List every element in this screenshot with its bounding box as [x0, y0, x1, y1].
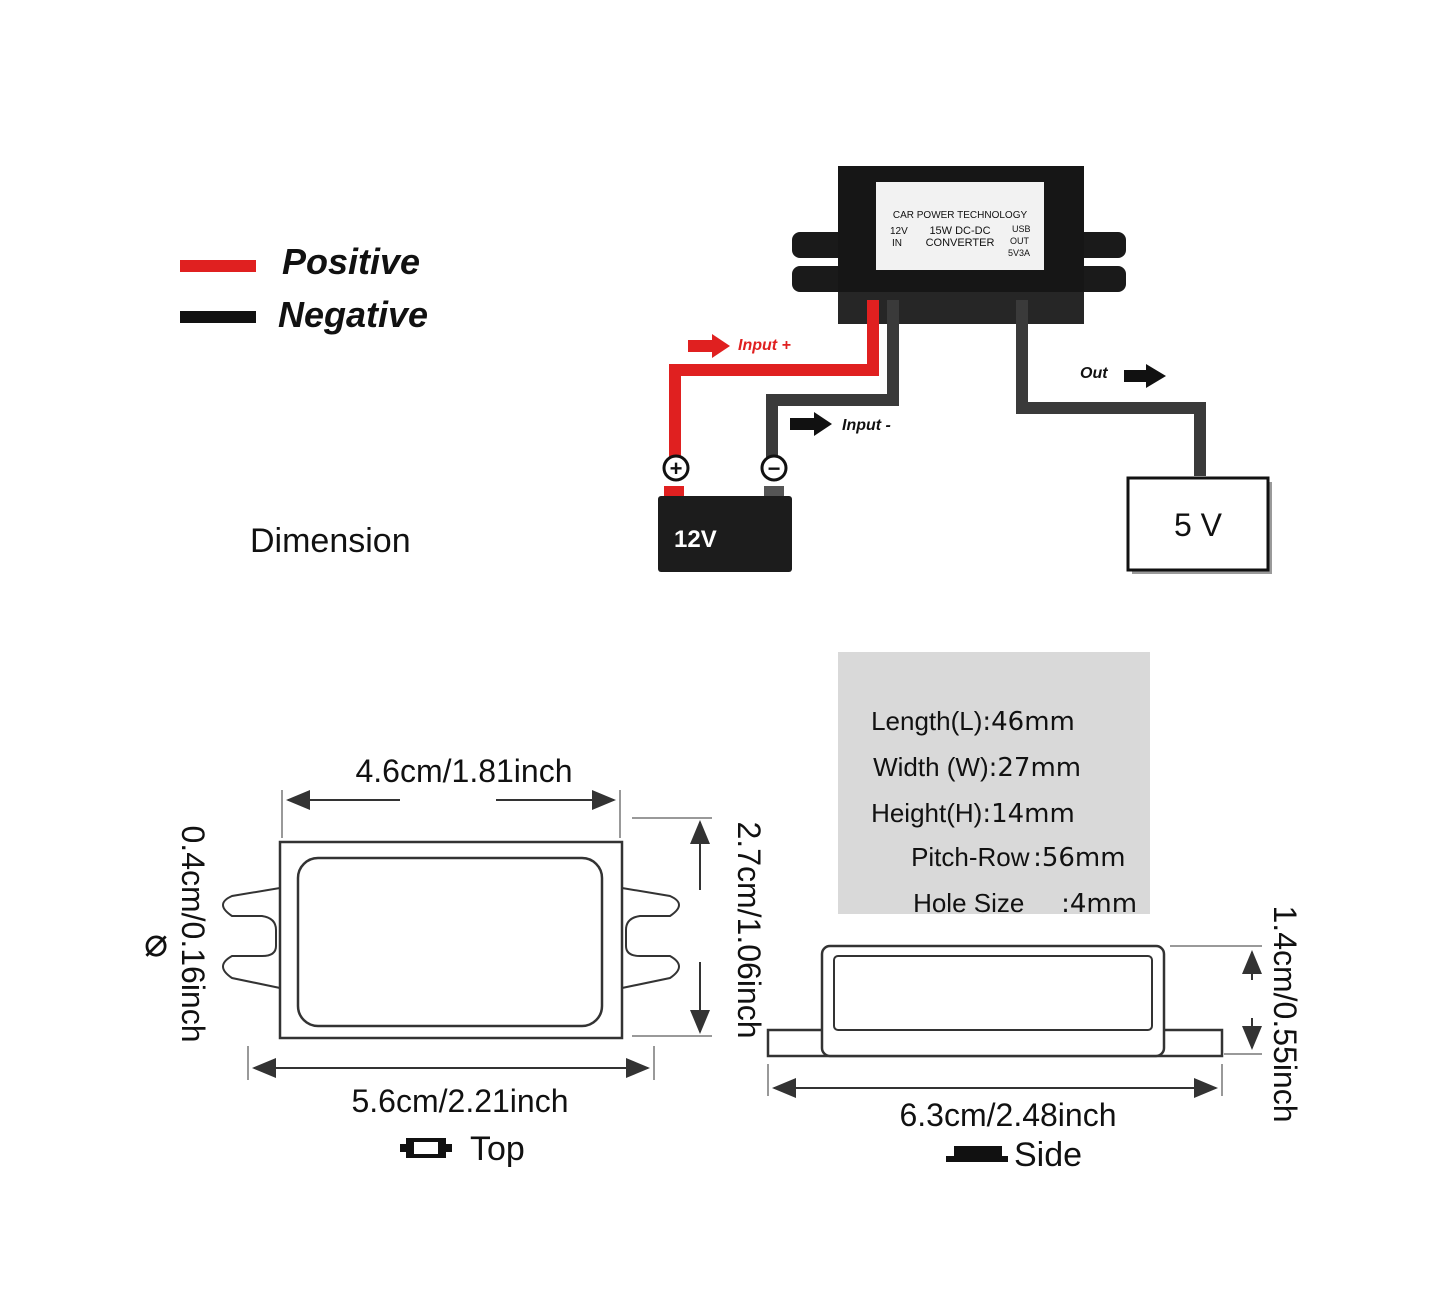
side-height-label: 1.4cm/0.55inch [1267, 905, 1303, 1122]
positive-wire [669, 300, 879, 465]
side-caption: Side [1014, 1136, 1082, 1174]
output-wire [1016, 300, 1206, 476]
hole-diameter-label: 0.4cm/0.16inch [175, 825, 211, 1042]
input-plus-callout: Input + [688, 334, 791, 358]
legend-negative-label: Negative [278, 294, 428, 335]
spec-value: :27mm [988, 753, 1082, 783]
legend-positive-label: Positive [282, 241, 420, 282]
svg-text:CAR POWER TECHNOLOGY: CAR POWER TECHNOLOGY [893, 210, 1028, 221]
spec-name: Hole Size [913, 888, 1025, 918]
svg-text:Input +: Input + [738, 337, 791, 354]
spec-name: Height(H) [871, 798, 983, 828]
side-length-label: 6.3cm/2.48inch [899, 1097, 1116, 1133]
spec-value: :46mm [982, 707, 1075, 737]
top-caption: Top [470, 1130, 525, 1168]
output-5v-box: 5 V [1126, 476, 1272, 574]
top-width-label: 4.6cm/1.81inch [355, 753, 572, 789]
spec-value: :14mm [982, 799, 1075, 829]
out-callout: Out [1080, 364, 1166, 388]
svg-text:Input -: Input - [842, 417, 891, 434]
spec-value: :4mm [1061, 889, 1138, 919]
wires [669, 300, 1206, 476]
spec-row-width: Width (W):27mm [840, 722, 1081, 813]
svg-text:Out: Out [1080, 365, 1108, 382]
svg-text:12V: 12V [674, 526, 717, 553]
spec-row-length: Length(L):46mm [838, 676, 1075, 767]
side-caption-icon [946, 1146, 1008, 1162]
side-view [766, 944, 1262, 1098]
negative-input-wire [766, 300, 899, 465]
top-height-label: 2.7cm/1.06inch [731, 821, 767, 1038]
legend: Positive Negative [180, 241, 428, 335]
input-minus-callout: Input - [790, 412, 891, 436]
svg-text:+: + [670, 456, 683, 481]
battery-minus-terminal-icon [760, 454, 788, 482]
module-label-plate [876, 182, 1044, 270]
spec-row-pitch: Pitch-Row:56mm [878, 812, 1126, 903]
diameter-icon: ⌀ [144, 921, 168, 965]
spec-value: :56mm [1033, 843, 1126, 873]
top-caption-icon [400, 1138, 452, 1158]
battery-12v: 12V + − [658, 454, 792, 572]
specs-panel: Length(L):46mm Width (W):27mm Height(H):… [838, 652, 1150, 919]
dimension-heading: Dimension [250, 522, 411, 560]
spec-row-hole: Hole Size :4mm [880, 858, 1137, 949]
battery-plus-terminal-icon [662, 454, 690, 482]
spec-name: Length(L) [871, 706, 983, 736]
top-view [222, 790, 712, 1080]
svg-text:−: − [768, 456, 781, 481]
spec-row-height: Height(H):14mm [838, 768, 1075, 859]
svg-text:5 V: 5 V [1174, 507, 1223, 543]
spec-name: Width (W) [873, 752, 989, 782]
top-length-label: 5.6cm/2.21inch [351, 1083, 568, 1119]
spec-name: Pitch-Row [911, 842, 1030, 872]
